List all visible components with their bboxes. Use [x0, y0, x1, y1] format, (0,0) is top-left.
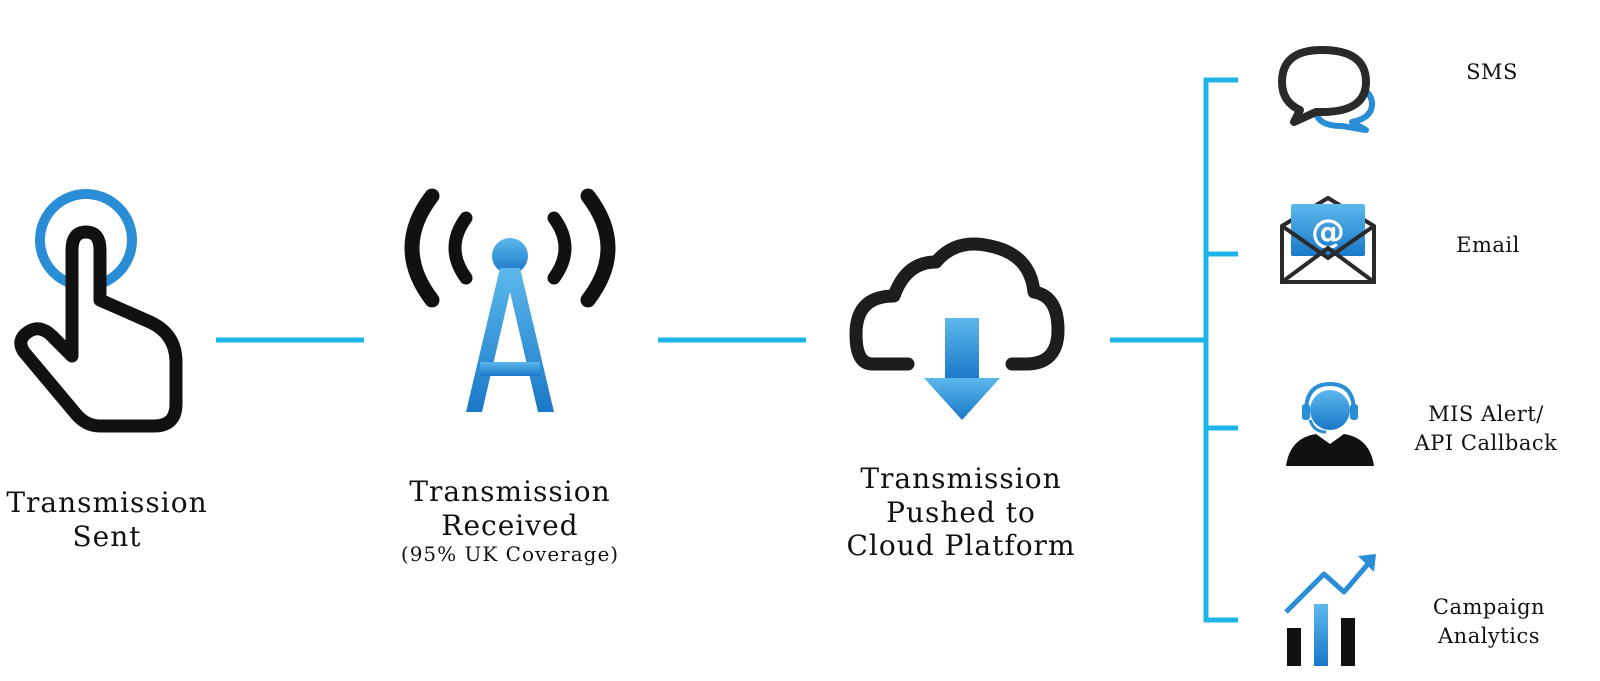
output-label-campaign-analytics: Campaign Analytics: [1414, 593, 1564, 652]
cloud-download-icon: [849, 237, 1065, 420]
step-label-line: Transmission: [409, 475, 611, 508]
step-label-line: Received: [441, 508, 579, 542]
output-label-line: MIS Alert/: [1428, 402, 1544, 426]
step-label-transmission-sent: Transmission Sent: [0, 486, 214, 553]
step-label-line: Sent: [72, 519, 142, 553]
step-label-line: Cloud Platform: [846, 529, 1076, 563]
output-label-line: Campaign: [1432, 595, 1546, 619]
output-label-line: API Callback: [1414, 431, 1558, 456]
svg-text:@: @: [1311, 212, 1345, 252]
step-label-line: Transmission: [860, 462, 1062, 495]
step-label-transmission-pushed: Transmission Pushed to Cloud Platform: [836, 462, 1086, 563]
output-label-line: Email: [1456, 233, 1520, 257]
output-label-line: Analytics: [1438, 624, 1540, 649]
step-label-line: Pushed to: [886, 495, 1036, 529]
antenna-tower-icon: [404, 188, 616, 412]
step-label-line: Transmission: [6, 486, 208, 519]
coverage-note: (95% UK Coverage): [400, 542, 620, 567]
email-envelope-icon: @: [1280, 195, 1376, 284]
output-label-sms: SMS: [1430, 58, 1554, 87]
chat-bubbles-icon: [1278, 46, 1375, 133]
touch-hand-icon: [14, 189, 183, 433]
headset-agent-icon: [1286, 381, 1374, 466]
analytics-chart-icon: [1284, 554, 1376, 666]
output-label-mis-alert: MIS Alert/ API Callback: [1402, 400, 1570, 459]
output-label-email: Email: [1426, 231, 1550, 260]
output-label-line: SMS: [1466, 60, 1518, 84]
output-bracket: [1203, 77, 1238, 623]
step-label-transmission-received: Transmission Received (95% UK Coverage): [400, 475, 620, 566]
